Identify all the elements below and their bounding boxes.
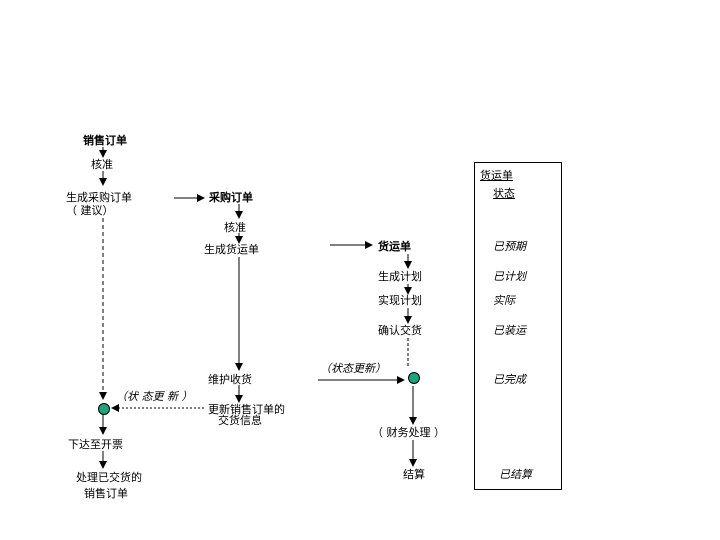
status-completed: 已完成 <box>493 373 526 386</box>
confirm-delivery-label: 确认交货 <box>378 324 422 337</box>
shipment-title: 货运单 <box>378 240 411 253</box>
status-shipped: 已装运 <box>493 324 526 337</box>
sales-order-title: 销售订单 <box>83 134 127 147</box>
process-delivered-label: 处理已交货的 <box>76 471 142 484</box>
finance-processing-label: （ 财务处理 ） <box>372 426 445 439</box>
status-expected: 已预期 <box>493 240 526 253</box>
delivery-info-label: 交货信息 <box>218 414 262 427</box>
generate-plan-label: 生成计划 <box>378 270 422 283</box>
maintain-receipt-label: 维护收货 <box>208 373 252 386</box>
generate-shipment-label: 生成货运单 <box>204 243 259 256</box>
status-settled: 已结算 <box>499 468 532 481</box>
generate-po-label: 生成采购订单 <box>66 191 132 204</box>
update-sales-order-label: 更新销售订单的 <box>208 403 285 416</box>
status-update-left-label: （状 态更 新 ） <box>116 390 193 403</box>
shipment-status-node <box>408 372 420 384</box>
settlement-label: 结算 <box>403 468 425 481</box>
sales-status-node <box>98 403 110 415</box>
status-box-header-shipment: 货运单 <box>480 169 513 182</box>
generate-po-suggestion-label: （ 建议） <box>66 204 114 217</box>
shipment-status-box <box>474 162 562 490</box>
status-planned: 已计划 <box>493 270 526 283</box>
status-actual: 实际 <box>493 294 515 307</box>
sales-approve-label: 核准 <box>91 158 113 171</box>
purchase-approve-label: 核准 <box>224 221 246 234</box>
status-box-header-status: 状态 <box>493 187 515 200</box>
status-update-right-label: （状态更新） <box>320 362 386 375</box>
issue-invoice-label: 下达至开票 <box>68 438 123 451</box>
purchase-order-title: 采购订单 <box>209 191 253 204</box>
realize-plan-label: 实现计划 <box>378 294 422 307</box>
process-sales-order-label: 销售订单 <box>84 487 128 500</box>
